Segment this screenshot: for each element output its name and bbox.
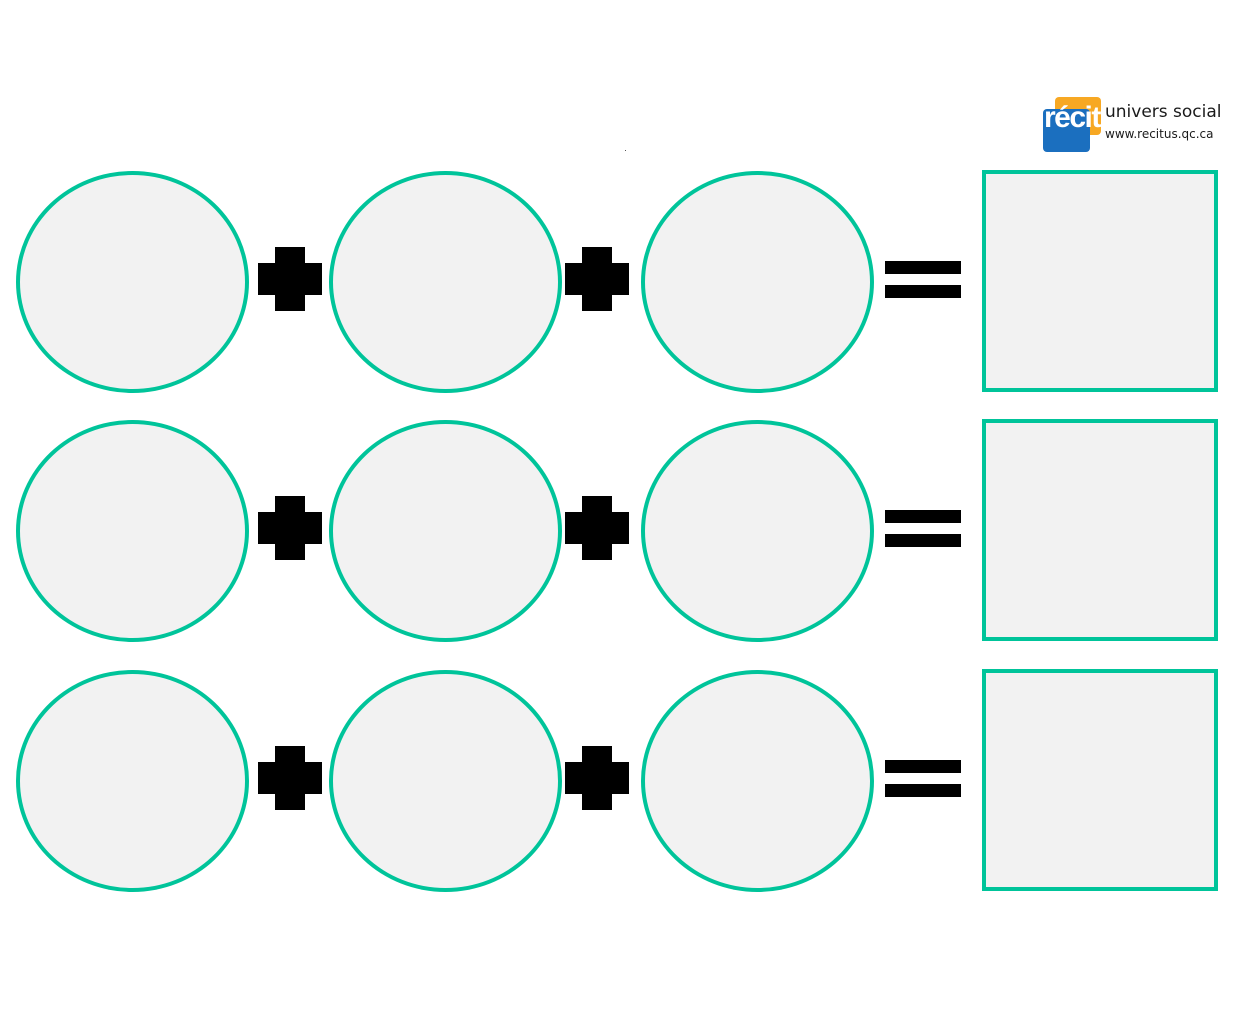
plus-sign <box>258 496 322 560</box>
addend-circle-2[interactable] <box>329 420 562 642</box>
addend-circle-1[interactable] <box>16 171 249 393</box>
recit-logo: récit univers social www.recitus.qc.ca <box>1043 97 1233 155</box>
stray-dot <box>625 150 626 151</box>
plus-sign <box>258 247 322 311</box>
addend-circle-1[interactable] <box>16 420 249 642</box>
addend-circle-2[interactable] <box>329 171 562 393</box>
equation-row <box>0 668 1241 892</box>
addend-circle-3[interactable] <box>641 420 874 642</box>
plus-sign <box>565 496 629 560</box>
logo-wordmark: récit <box>1044 101 1101 134</box>
equals-sign <box>885 261 961 299</box>
result-box[interactable] <box>982 419 1218 641</box>
plus-sign <box>565 247 629 311</box>
logo-url: www.recitus.qc.ca <box>1105 127 1214 141</box>
equation-row <box>0 169 1241 393</box>
logo-title: univers social <box>1105 102 1222 122</box>
plus-sign <box>258 746 322 810</box>
addend-circle-3[interactable] <box>641 171 874 393</box>
result-box[interactable] <box>982 669 1218 891</box>
addend-circle-3[interactable] <box>641 670 874 892</box>
recit-logo-mark: récit <box>1043 97 1101 155</box>
equals-sign <box>885 510 961 548</box>
addend-circle-1[interactable] <box>16 670 249 892</box>
result-box[interactable] <box>982 170 1218 392</box>
equation-row <box>0 418 1241 642</box>
logo-blue-square <box>1043 109 1090 152</box>
addend-circle-2[interactable] <box>329 670 562 892</box>
equals-sign <box>885 760 961 798</box>
plus-sign <box>565 746 629 810</box>
